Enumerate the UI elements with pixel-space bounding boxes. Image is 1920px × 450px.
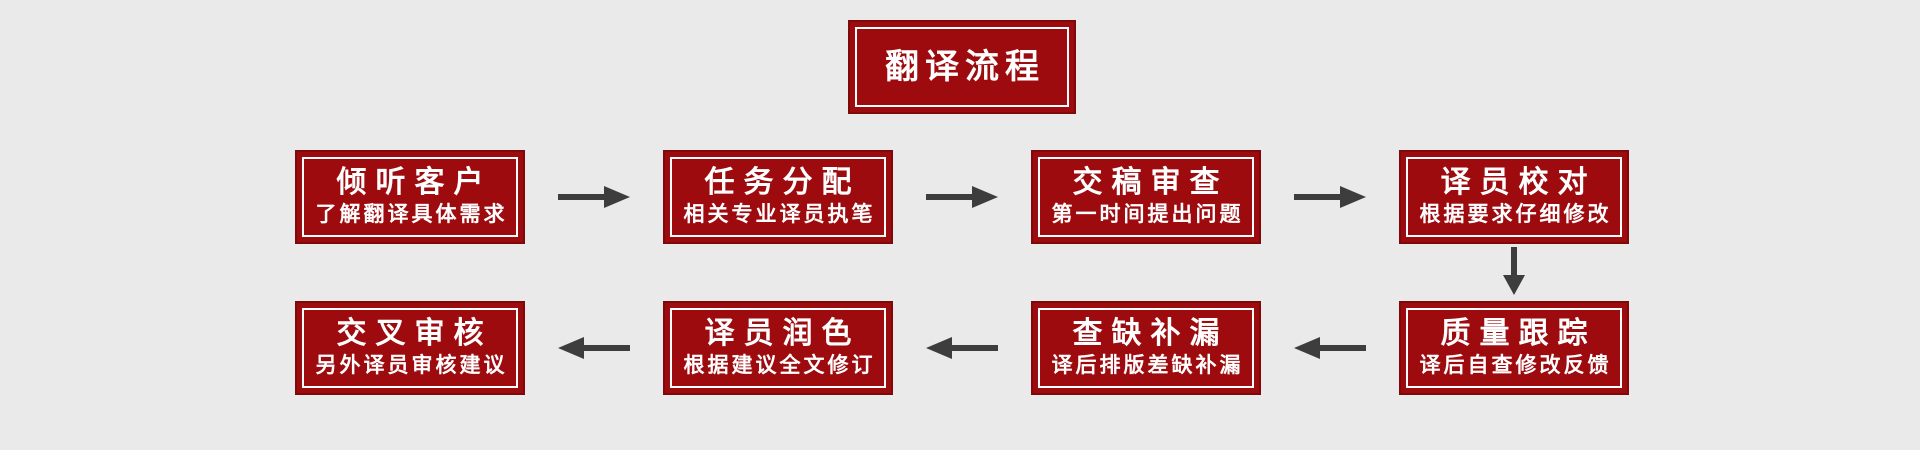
node-subtitle: 另外译员审核建议: [315, 354, 508, 378]
arrow-left-icon: [926, 337, 998, 359]
arrow-right-icon: [1294, 186, 1366, 208]
node-title: 交叉审核: [336, 316, 493, 350]
arrow-left-icon: [558, 337, 630, 359]
node-title: 质量跟踪: [1440, 316, 1597, 350]
node-title: 查缺补漏: [1072, 316, 1229, 350]
node-submission-review: 交稿审查 第一时间提出问题: [1031, 150, 1261, 244]
flowchart-title-box: 翻译流程: [848, 20, 1076, 114]
node-subtitle: 译后自查修改反馈: [1419, 354, 1612, 378]
node-subtitle: 译后排版差缺补漏: [1051, 354, 1244, 378]
node-title: 倾听客户: [336, 165, 493, 199]
node-subtitle: 第一时间提出问题: [1051, 203, 1244, 227]
arrow-left-icon: [1294, 337, 1366, 359]
node-subtitle: 了解翻译具体需求: [315, 203, 508, 227]
arrow-right-icon: [926, 186, 998, 208]
node-translator-polishing: 译员润色 根据建议全文修订: [663, 301, 893, 395]
flowchart-title: 翻译流程: [885, 48, 1045, 86]
node-title: 交稿审查: [1072, 165, 1229, 199]
arrow-right-icon: [558, 186, 630, 208]
node-task-assignment: 任务分配 相关专业译员执笔: [663, 150, 893, 244]
node-translator-proofreading: 译员校对 根据要求仔细修改: [1399, 150, 1629, 244]
node-title: 译员润色: [704, 316, 861, 350]
node-title: 译员校对: [1440, 165, 1597, 199]
arrow-down-icon: [1503, 247, 1525, 295]
node-cross-review: 交叉审核 另外译员审核建议: [295, 301, 525, 395]
node-listen-customer: 倾听客户 了解翻译具体需求: [295, 150, 525, 244]
node-subtitle: 根据建议全文修订: [683, 354, 876, 378]
node-quality-tracking: 质量跟踪 译后自查修改反馈: [1399, 301, 1629, 395]
flowchart-title-inner: 翻译流程: [855, 27, 1069, 107]
node-subtitle: 根据要求仔细修改: [1419, 203, 1612, 227]
node-gap-check: 查缺补漏 译后排版差缺补漏: [1031, 301, 1261, 395]
node-title: 任务分配: [704, 165, 861, 199]
node-subtitle: 相关专业译员执笔: [683, 203, 876, 227]
